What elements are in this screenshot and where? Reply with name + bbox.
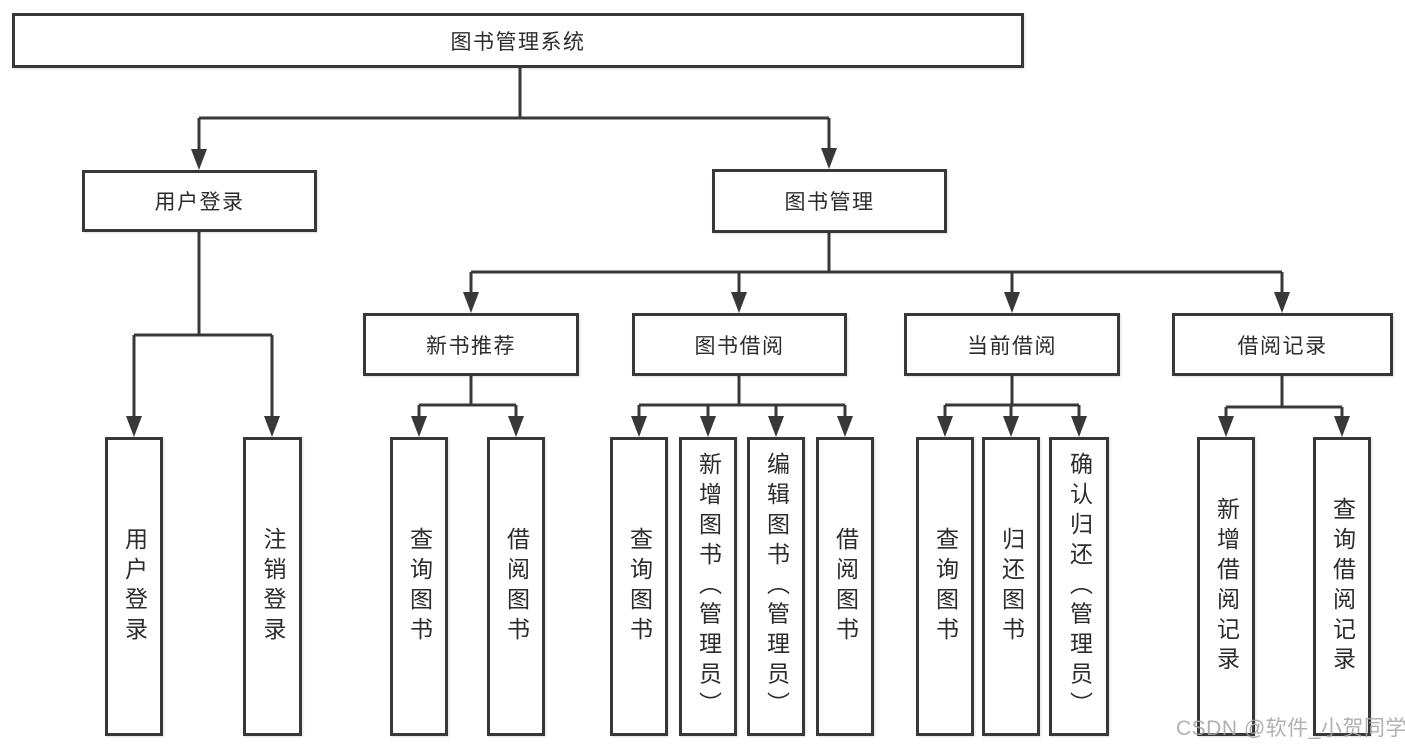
connector-book-mgmt-children bbox=[463, 233, 1290, 313]
node-new-book-label: 新书推荐 bbox=[426, 334, 516, 358]
leaf-user-login: 用户登录 bbox=[105, 437, 163, 736]
leaf-user-login-label: 用户登录 bbox=[121, 526, 148, 647]
connector-new-book-children bbox=[411, 376, 524, 437]
connector-root-to-level2 bbox=[191, 68, 837, 170]
leaf-borrow-borrow-books: 借阅图书 bbox=[816, 437, 874, 736]
leaf-current-query-books: 查询图书 bbox=[916, 437, 974, 736]
leaf-logout-label: 注销登录 bbox=[260, 526, 286, 647]
leaf-current-confirm-return-admin: 确认归还（管理员） bbox=[1049, 437, 1109, 736]
leaf-logout: 注销登录 bbox=[243, 437, 302, 736]
connector-user-login-children bbox=[126, 232, 280, 437]
leaf-borrow-borrow-books-label: 借阅图书 bbox=[832, 526, 859, 647]
leaf-newbook-query-books: 查询图书 bbox=[390, 437, 448, 736]
leaf-record-query-borrow-record: 查询借阅记录 bbox=[1313, 437, 1371, 736]
leaf-record-add-borrow-record: 新增借阅记录 bbox=[1197, 437, 1255, 736]
node-user-login: 用户登录 bbox=[82, 170, 317, 232]
leaf-current-return-books: 归还图书 bbox=[982, 437, 1040, 736]
leaf-newbook-borrow-books: 借阅图书 bbox=[487, 437, 545, 736]
node-borrow-record: 借阅记录 bbox=[1172, 313, 1393, 376]
leaf-borrow-query-books: 查询图书 bbox=[610, 437, 668, 736]
node-user-login-label: 用户登录 bbox=[154, 191, 245, 214]
node-book-mgmt: 图书管理 bbox=[712, 169, 947, 233]
node-current-borrow-label: 当前借阅 bbox=[967, 334, 1057, 358]
node-current-borrow: 当前借阅 bbox=[904, 313, 1120, 376]
leaf-record-query-borrow-record-label: 查询借阅记录 bbox=[1329, 496, 1356, 677]
leaf-current-query-books-label: 查询图书 bbox=[932, 526, 959, 647]
connector-book-borrow-children bbox=[631, 376, 853, 437]
node-root: 图书管理系统 bbox=[12, 13, 1024, 68]
leaf-record-add-borrow-record-label: 新增借阅记录 bbox=[1213, 496, 1240, 677]
connector-current-borrow-children bbox=[937, 376, 1087, 437]
leaf-borrow-edit-books-admin-label: 编辑图书（管理员） bbox=[763, 451, 790, 722]
leaf-borrow-query-books-label: 查询图书 bbox=[626, 526, 653, 647]
node-book-mgmt-label: 图书管理 bbox=[784, 191, 875, 214]
node-root-label: 图书管理系统 bbox=[450, 30, 586, 54]
node-new-book: 新书推荐 bbox=[363, 313, 579, 376]
node-book-borrow-label: 图书借阅 bbox=[694, 334, 785, 358]
leaf-borrow-edit-books-admin: 编辑图书（管理员） bbox=[747, 437, 805, 736]
leaf-newbook-borrow-books-label: 借阅图书 bbox=[503, 526, 530, 647]
node-book-borrow: 图书借阅 bbox=[632, 313, 847, 376]
leaf-borrow-add-books-admin: 新增图书（管理员） bbox=[679, 437, 737, 736]
csdn-watermark: CSDN @软件_小贺同学 bbox=[1176, 717, 1405, 740]
node-borrow-record-label: 借阅记录 bbox=[1237, 334, 1328, 358]
leaf-borrow-add-books-admin-label: 新增图书（管理员） bbox=[695, 451, 722, 722]
leaf-current-confirm-return-admin-label: 确认归还（管理员） bbox=[1066, 451, 1093, 722]
leaf-current-return-books-label: 归还图书 bbox=[998, 526, 1025, 647]
connector-borrow-record-children bbox=[1218, 375, 1350, 437]
leaf-newbook-query-books-label: 查询图书 bbox=[406, 526, 433, 647]
